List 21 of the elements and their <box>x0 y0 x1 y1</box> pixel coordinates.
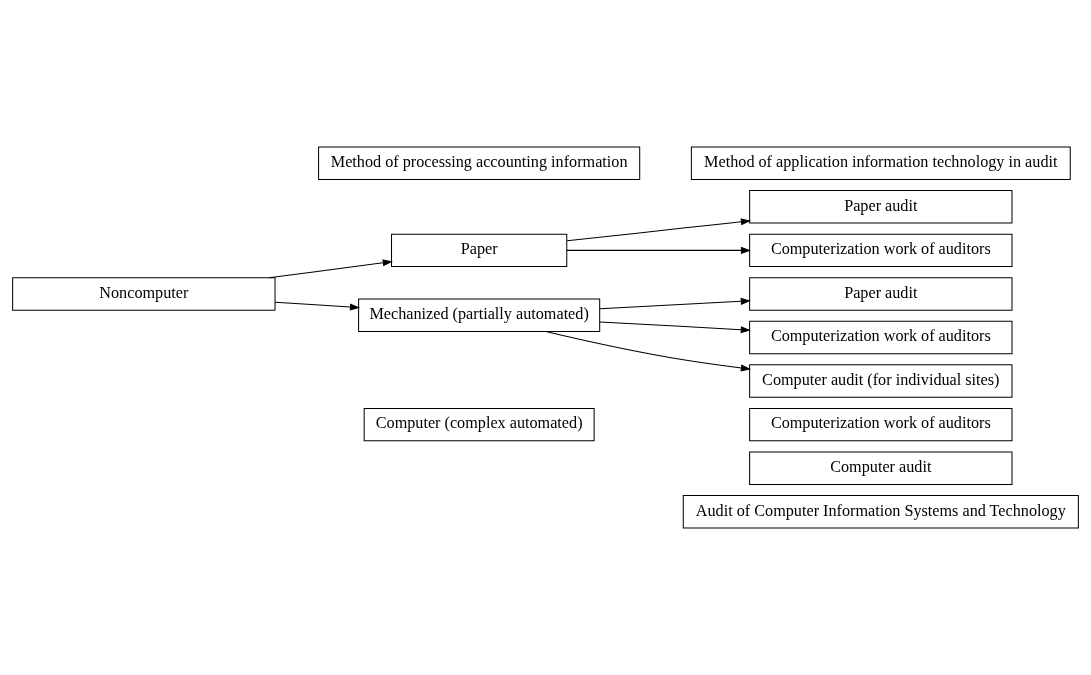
node-box: Mechanized (partially automated) <box>358 298 601 332</box>
arrow <box>599 297 751 310</box>
node-box: Method of application information technology in audit <box>690 146 1071 180</box>
node-box: Computerization work of auditors <box>749 407 1013 442</box>
arrow <box>599 321 751 334</box>
node-box: Computer audit <box>749 451 1013 485</box>
arrow <box>268 259 393 279</box>
arrow <box>566 246 752 254</box>
node-box: Computerization work of auditors <box>749 320 1013 355</box>
node-box: Audit of Computer Information Systems and Technology <box>682 495 1079 529</box>
node-box: Computer audit (for individual sites) <box>749 364 1013 398</box>
node-box: Computer (complex automated) <box>363 407 595 442</box>
arrow <box>566 218 751 242</box>
node-box: Method of processing accounting information <box>318 146 641 180</box>
arrow <box>545 330 751 372</box>
node-box: Paper <box>391 233 568 268</box>
node-box: Computerization work of auditors <box>749 233 1013 268</box>
node-box: Paper audit <box>749 190 1013 224</box>
node-box: Noncomputer <box>12 277 276 311</box>
node-box: Paper audit <box>749 277 1013 311</box>
arrow <box>274 301 361 311</box>
